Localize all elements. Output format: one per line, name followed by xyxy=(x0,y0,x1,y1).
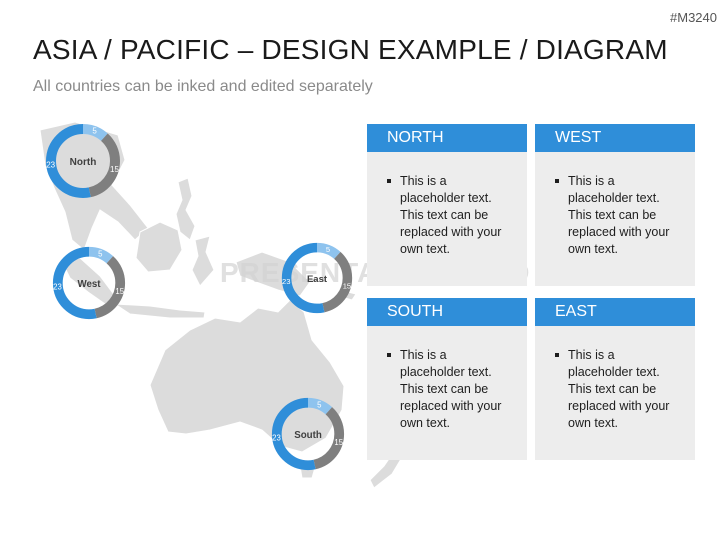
map-region-australia xyxy=(149,299,345,453)
slide-title: ASIA / PACIFIC – DESIGN EXAMPLE / DIAGRA… xyxy=(33,34,668,65)
panel-east: EAST This is a placeholder text. This te… xyxy=(535,298,695,460)
donut-center-label: North xyxy=(70,157,97,168)
slide-code: #M3240 xyxy=(670,10,717,25)
donut-south: 5 15 23 South xyxy=(271,397,345,471)
donut-value-label: 5 xyxy=(98,249,103,258)
donut-value-label: 5 xyxy=(326,245,330,254)
donut-value-label: 23 xyxy=(53,282,62,291)
bullet-icon xyxy=(555,179,559,183)
donut-segment-large xyxy=(46,124,120,198)
donut-value-label: 15 xyxy=(115,287,124,296)
donut-east: 5 15 23 East xyxy=(281,242,353,314)
donut-north: 5 15 23 North xyxy=(46,124,120,198)
panel-north: NORTH This is a placeholder text. This t… xyxy=(367,124,527,286)
donut-center-label: East xyxy=(307,274,328,285)
donut-value-label: 5 xyxy=(92,127,97,136)
panel-south: SOUTH This is a placeholder text. This t… xyxy=(367,298,527,460)
panel-north-title: NORTH xyxy=(367,124,527,152)
donut-value-label: 23 xyxy=(46,161,55,170)
donut-value-label: 15 xyxy=(343,282,351,291)
donut-segment-large xyxy=(271,397,345,471)
panel-east-text: This is a placeholder text. This text ca… xyxy=(568,348,670,430)
donut-value-label: 5 xyxy=(317,400,322,409)
donut-segment-medium xyxy=(271,397,345,471)
panel-west-text: This is a placeholder text. This text ca… xyxy=(568,174,670,256)
panel-west: WEST This is a placeholder text. This te… xyxy=(535,124,695,286)
map-region-sulawesi xyxy=(191,235,215,287)
map-region-borneo xyxy=(135,221,183,273)
bullet-icon xyxy=(555,353,559,357)
map-region-philippines xyxy=(175,177,196,241)
donut-value-label: 15 xyxy=(334,438,343,447)
bullet-icon xyxy=(387,179,391,183)
donut-center-label: South xyxy=(294,430,322,441)
donut-value-label: 23 xyxy=(272,433,281,442)
panel-south-title: SOUTH xyxy=(367,298,527,326)
donut-center-label: West xyxy=(77,279,101,290)
donut-segment-large xyxy=(281,242,353,314)
donut-segment-large xyxy=(52,246,126,320)
map-region-java xyxy=(113,303,206,319)
donut-segment-medium xyxy=(281,242,353,314)
panel-south-text: This is a placeholder text. This text ca… xyxy=(400,348,502,430)
donut-value-label: 15 xyxy=(110,165,119,174)
panel-west-title: WEST xyxy=(535,124,695,152)
slide-subtitle: All countries can be inked and edited se… xyxy=(33,78,373,95)
donut-value-label: 23 xyxy=(282,277,290,286)
bullet-icon xyxy=(387,353,391,357)
panel-east-title: EAST xyxy=(535,298,695,326)
panel-north-text: This is a placeholder text. This text ca… xyxy=(400,174,502,256)
donut-west: 5 15 23 West xyxy=(52,246,126,320)
donut-segment-medium xyxy=(46,124,120,198)
donut-segment-medium xyxy=(52,246,126,320)
